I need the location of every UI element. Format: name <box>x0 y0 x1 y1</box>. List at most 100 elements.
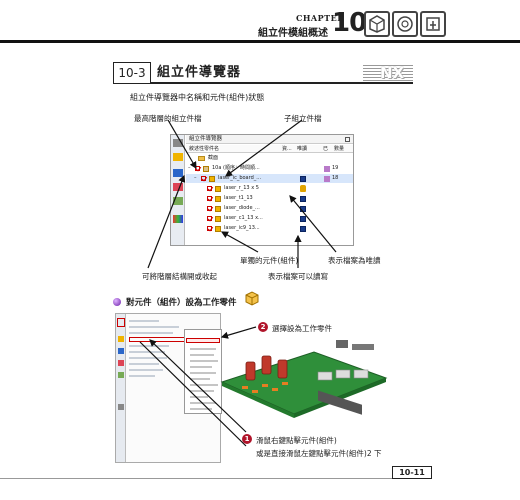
save-icon <box>300 206 306 212</box>
row-name: laser_r_13 x 5 <box>224 185 259 191</box>
history-icon <box>118 372 124 378</box>
tree-row[interactable]: – laser_ic_board_... 18 <box>186 174 353 183</box>
folder-icon <box>198 156 205 161</box>
row-name: laser_ic9_13... <box>224 225 260 231</box>
part-icon <box>392 11 418 37</box>
tree-row[interactable]: laser_ic9_13... <box>186 224 353 233</box>
callout-expand-collapse: 可將階層結構開或收起 <box>142 272 217 281</box>
callout-single-part: 單獨的元件(組件) <box>240 256 299 265</box>
bullet-icon <box>113 298 121 306</box>
nx-logo: NX <box>380 64 405 82</box>
tree-row[interactable]: laser_diode_... <box>186 204 353 213</box>
part-icon <box>215 226 221 232</box>
col-info[interactable]: 資... <box>282 146 292 152</box>
row-name: laser_ic_board_... <box>218 175 262 181</box>
step-badge: 2 <box>258 322 268 332</box>
callout-read-only: 表示檔案為唯讀 <box>328 256 381 265</box>
save-icon <box>300 176 306 182</box>
lock-icon <box>300 185 306 192</box>
navigator-icon <box>118 360 124 366</box>
checkbox[interactable] <box>207 196 212 201</box>
assembly-icon <box>364 11 390 37</box>
checkbox[interactable] <box>207 216 212 221</box>
row-qty: 18 <box>332 175 339 181</box>
part-icon <box>215 196 221 202</box>
checkbox[interactable] <box>195 166 200 171</box>
column-header: 敘述性零件名 資... 唯讀 已 數量 <box>186 145 353 153</box>
col-descriptive-name[interactable]: 敘述性零件名 <box>189 146 220 152</box>
context-menu <box>184 329 222 414</box>
step-text: 或是直接滑鼠左鍵點擊元件(組件)2 下 <box>256 449 382 458</box>
footer-rule <box>0 478 400 479</box>
history-icon[interactable] <box>173 197 183 205</box>
row-name: laser_t1_13 <box>224 195 253 201</box>
quantity-icon <box>324 166 330 172</box>
part-icon <box>215 186 221 192</box>
collapse-icon[interactable]: – <box>194 175 197 181</box>
checkbox[interactable] <box>201 176 206 181</box>
circuit-board-model <box>220 340 388 418</box>
section-title-bar: 10-3 組立件導覽器 <box>113 62 413 84</box>
constraint-icon <box>118 348 124 354</box>
col-modified[interactable]: 已 <box>323 146 329 152</box>
constraint-icon[interactable] <box>173 169 183 177</box>
row-qty: 19 <box>332 165 339 171</box>
part-icon <box>215 216 221 222</box>
tree-row[interactable]: laser_c1_13 x... <box>186 214 353 223</box>
tree-row[interactable]: – 10a (順序：時間順... 19 <box>186 164 353 173</box>
web-icon <box>118 404 124 410</box>
callout-top-level-assembly: 最高階層的組立件檔 <box>134 114 202 123</box>
highlight-icon <box>117 318 125 327</box>
subassembly-icon <box>209 176 215 182</box>
row-name: laser_diode_... <box>224 205 260 211</box>
save-icon <box>300 196 306 202</box>
col-read-only[interactable]: 唯讀 <box>297 146 308 152</box>
title-stripe-decoration <box>363 65 413 81</box>
gear-icon[interactable] <box>173 139 183 147</box>
part-icon <box>215 206 221 212</box>
section-number: 10-3 <box>113 62 151 84</box>
chapter-number: 10 <box>332 8 367 38</box>
step-text: 滑鼠右鍵點擊元件(組件) <box>256 436 337 445</box>
menu-item-make-work-part[interactable] <box>186 338 220 343</box>
checkbox[interactable] <box>207 186 212 191</box>
navigator-title-text: 組立件導覽器 <box>189 136 223 142</box>
step-text: 選擇設為工作零件 <box>272 324 332 333</box>
tree-row[interactable]: laser_t1_13 <box>186 194 353 203</box>
chapter-title: 組立件模組概述 <box>258 28 328 39</box>
quantity-icon <box>324 176 330 182</box>
callout-read-write: 表示檔案可以讀寫 <box>268 272 328 281</box>
section-intro: 組立件導覽器中名稱和元件(組件)狀態 <box>130 93 265 102</box>
section-title: 組立件導覽器 <box>157 65 242 80</box>
part-icon <box>118 336 124 342</box>
subsection-title: 對元件（組件）設為工作零件 <box>126 298 237 308</box>
checkbox[interactable] <box>207 206 212 211</box>
page-number: 10-11 <box>392 466 432 479</box>
collapse-icon[interactable]: – <box>188 165 191 171</box>
drawing-icon <box>420 11 446 37</box>
save-icon <box>300 216 306 222</box>
row-name: 10a (順序：時間順... <box>212 165 260 171</box>
resource-bar-mini <box>116 314 126 462</box>
assembly-navigator-icon[interactable] <box>173 183 183 191</box>
row-name: laser_c1_13 x... <box>224 215 263 221</box>
tree-row[interactable]: 截面 <box>186 154 353 163</box>
col-quantity[interactable]: 數量 <box>334 146 345 152</box>
tree-row[interactable]: laser_r_13 x 5 <box>186 184 353 193</box>
selected-component-row[interactable] <box>129 337 189 342</box>
header-rule <box>0 40 520 43</box>
row-name: 截面 <box>208 155 219 161</box>
step-badge: 1 <box>242 434 252 444</box>
part-navigator-icon[interactable] <box>173 153 183 161</box>
assembly-icon <box>203 166 209 172</box>
chapter-label: CHAPTER <box>296 13 345 23</box>
navigator-title: 組立件導覽器 <box>186 135 353 144</box>
callout-sub-assembly: 子組立件檔 <box>284 114 322 123</box>
checkbox[interactable] <box>207 226 212 231</box>
palette-icon[interactable] <box>173 215 183 223</box>
work-part-cube-icon <box>245 291 259 306</box>
resource-bar <box>171 135 185 245</box>
assembly-navigator-window: 組立件導覽器 敘述性零件名 資... 唯讀 已 數量 截面 – 10a (順序：… <box>170 134 354 246</box>
maximize-icon[interactable] <box>345 137 350 142</box>
save-icon <box>300 226 306 232</box>
